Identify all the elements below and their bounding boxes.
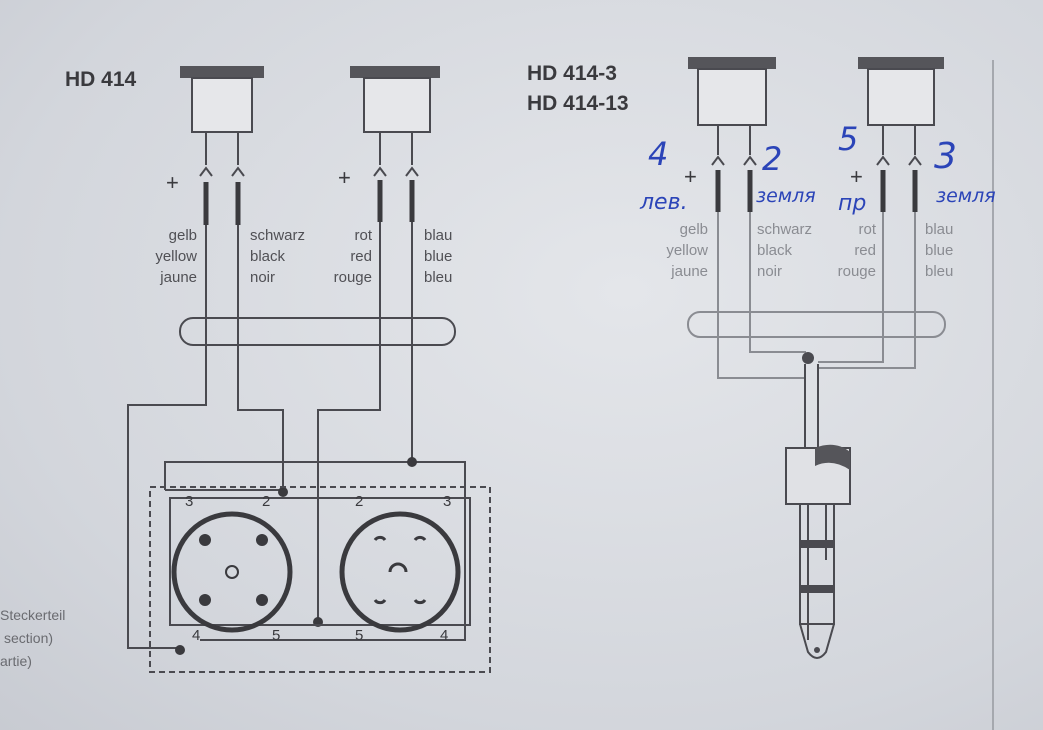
- blue-wire-label: blau blue bleu: [424, 227, 452, 286]
- left-earpiece-icon: [688, 57, 776, 126]
- svg-text:bleu: bleu: [424, 269, 452, 286]
- svg-text:blue: blue: [424, 248, 452, 265]
- svg-text:blue: blue: [925, 242, 953, 259]
- left-wiring: [127, 222, 466, 655]
- plus-sign: +: [850, 164, 863, 189]
- note-black-ground: земля: [756, 185, 816, 207]
- wire-terminals: [711, 125, 922, 212]
- svg-text:yellow: yellow: [155, 248, 197, 265]
- svg-text:jaune: jaune: [670, 263, 708, 280]
- yellow-wire-label: gelb yellow jaune: [155, 227, 197, 286]
- svg-text:3: 3: [185, 493, 193, 510]
- stereo-jack-plug-icon: [785, 444, 851, 659]
- svg-text:gelb: gelb: [680, 221, 708, 238]
- svg-text:yellow: yellow: [666, 242, 708, 259]
- note-blue-pin: 3: [934, 136, 957, 177]
- svg-text:noir: noir: [757, 263, 782, 280]
- svg-text:5: 5: [272, 627, 280, 644]
- right-title-line2: HD 414-13: [527, 92, 629, 115]
- svg-text:Steckerteil: Steckerteil: [0, 607, 65, 623]
- svg-text:jaune: jaune: [159, 269, 197, 286]
- svg-text:black: black: [250, 248, 286, 265]
- red-wire-label: rot red rouge: [334, 227, 373, 286]
- left-diagram: HD 414 + + gelb yellow jaune schwarz bla…: [0, 66, 491, 673]
- svg-text:artie): artie): [0, 653, 32, 669]
- wire-terminals: [199, 132, 419, 225]
- svg-text:rouge: rouge: [838, 263, 876, 280]
- plus-sign: +: [338, 165, 351, 190]
- right-title-line1: HD 414-3: [527, 62, 617, 85]
- svg-text:noir: noir: [250, 269, 275, 286]
- cable-tie: [179, 317, 456, 346]
- din-connector: 3 2 2 3 4 5 5 4: [149, 486, 491, 673]
- side-caption: Steckerteil section) artie): [0, 607, 65, 669]
- note-blue-ground: земля: [936, 185, 996, 207]
- svg-text:blau: blau: [925, 221, 953, 238]
- svg-text:2: 2: [355, 493, 363, 510]
- cable-tie: [687, 311, 946, 338]
- note-red-pin: 5: [838, 120, 858, 158]
- black-wire-label: schwarz black noir: [757, 221, 812, 280]
- right-diagram: HD 414-3 HD 414-13 + + gelb yellow jaune…: [527, 57, 996, 730]
- svg-text:rot: rot: [354, 227, 372, 244]
- right-earpiece-icon: [350, 66, 440, 133]
- svg-text:gelb: gelb: [169, 227, 197, 244]
- svg-text:red: red: [854, 242, 876, 259]
- blue-wire-label: blau blue bleu: [925, 221, 953, 280]
- svg-text:rot: rot: [858, 221, 876, 238]
- svg-text:5: 5: [355, 627, 363, 644]
- svg-text:rouge: rouge: [334, 269, 372, 286]
- black-wire-label: schwarz black noir: [250, 227, 305, 286]
- svg-text:4: 4: [192, 627, 200, 644]
- right-earpiece-icon: [858, 57, 944, 126]
- svg-text:blau: blau: [424, 227, 452, 244]
- svg-text:section): section): [4, 630, 53, 646]
- plus-sign: +: [166, 170, 179, 195]
- svg-text:4: 4: [440, 627, 448, 644]
- svg-text:black: black: [757, 242, 793, 259]
- left-earpiece-icon: [180, 66, 264, 133]
- plus-sign: +: [684, 164, 697, 189]
- svg-text:3: 3: [443, 493, 451, 510]
- note-red-side: пр: [838, 191, 866, 216]
- left-title: HD 414: [65, 68, 137, 91]
- red-wire-label: rot red rouge: [838, 221, 877, 280]
- svg-text:schwarz: schwarz: [250, 227, 305, 244]
- note-black-pin: 2: [762, 140, 782, 178]
- yellow-wire-label: gelb yellow jaune: [666, 221, 708, 280]
- note-yellow-side: лев.: [639, 190, 688, 215]
- right-wiring: [687, 212, 946, 448]
- svg-text:bleu: bleu: [925, 263, 953, 280]
- handwritten-notes: 4 лев. 2 земля 5 пр 3 земля: [639, 120, 996, 216]
- svg-text:2: 2: [262, 493, 270, 510]
- svg-text:red: red: [350, 248, 372, 265]
- note-yellow-pin: 4: [648, 135, 668, 173]
- svg-text:schwarz: schwarz: [757, 221, 812, 238]
